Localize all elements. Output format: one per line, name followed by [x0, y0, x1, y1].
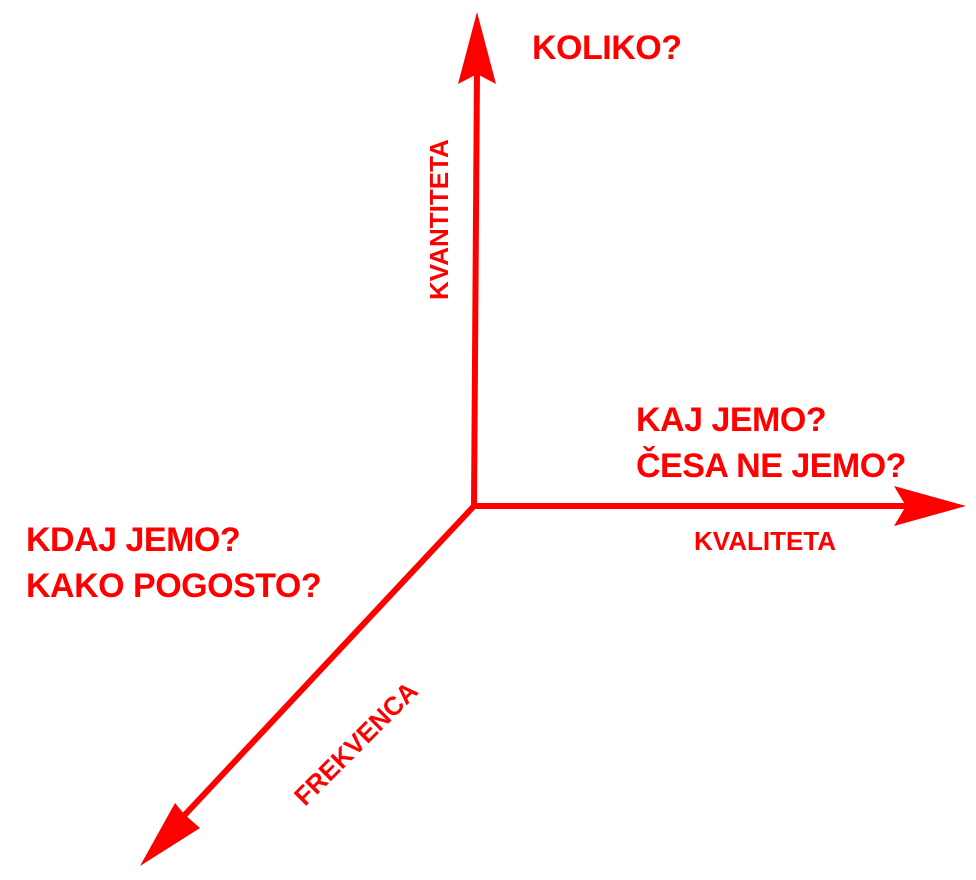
question-cesa-ne-jemo: ČESA NE JEMO?: [636, 447, 906, 485]
question-kako-pogosto: KAKO POGOSTO?: [26, 567, 322, 605]
vertical-axis-line: [471, 69, 480, 507]
axis-label-kvaliteta: KVALITETA: [694, 526, 837, 556]
diagonal-axis-arrowhead-icon: [140, 803, 200, 866]
diagonal-axis-line: [177, 503, 477, 823]
axis-label-kvantiteta: KVANTITETA: [424, 139, 454, 300]
question-kaj-jemo: KAJ JEMO?: [636, 401, 827, 439]
question-kdaj-jemo: KDAJ JEMO?: [26, 521, 241, 559]
horizontal-axis-arrowhead-icon: [894, 486, 966, 526]
question-koliko: KOLIKO?: [532, 29, 682, 67]
vertical-axis-arrowhead-icon: [458, 12, 496, 84]
